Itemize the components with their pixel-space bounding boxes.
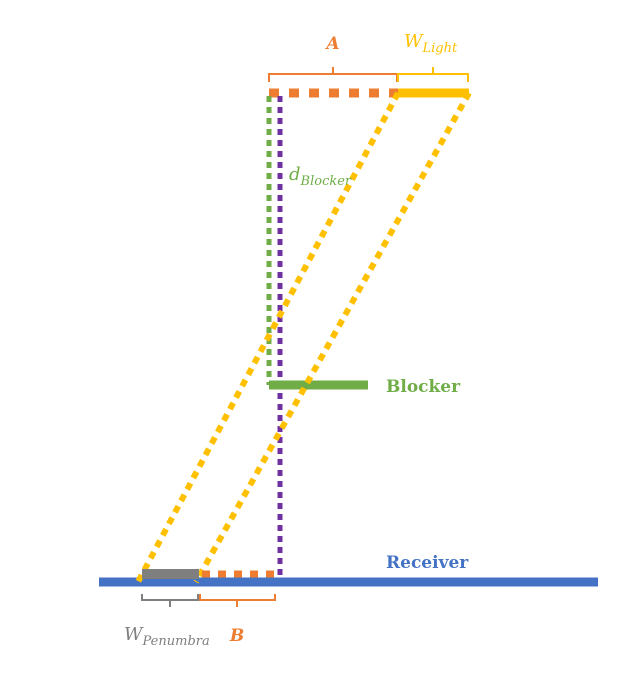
- label-b: B: [229, 626, 244, 646]
- label-blocker: Blocker: [386, 377, 461, 397]
- label-w-penumbra-main: W: [124, 624, 144, 645]
- label-receiver: Receiver: [386, 553, 469, 573]
- label-w-penumbra: WPenumbra: [124, 624, 210, 649]
- ray-inner: [135, 91, 401, 584]
- label-w-penumbra-sub: Penumbra: [142, 634, 210, 649]
- brace-a: [268, 67, 398, 82]
- brace-w-penumbra: [141, 594, 199, 607]
- label-a: A: [324, 34, 339, 54]
- label-w-light: WLight: [404, 31, 458, 56]
- label-d-blocker-sub: Blocker: [300, 174, 352, 189]
- brace-w-light: [397, 67, 469, 82]
- label-w-light-main: W: [404, 31, 424, 52]
- brace-b: [199, 594, 276, 607]
- label-d-blocker: dBlocker: [289, 164, 352, 189]
- label-d-blocker-main: d: [289, 164, 301, 185]
- ray-outer: [193, 91, 472, 584]
- label-w-light-sub: Light: [422, 41, 458, 56]
